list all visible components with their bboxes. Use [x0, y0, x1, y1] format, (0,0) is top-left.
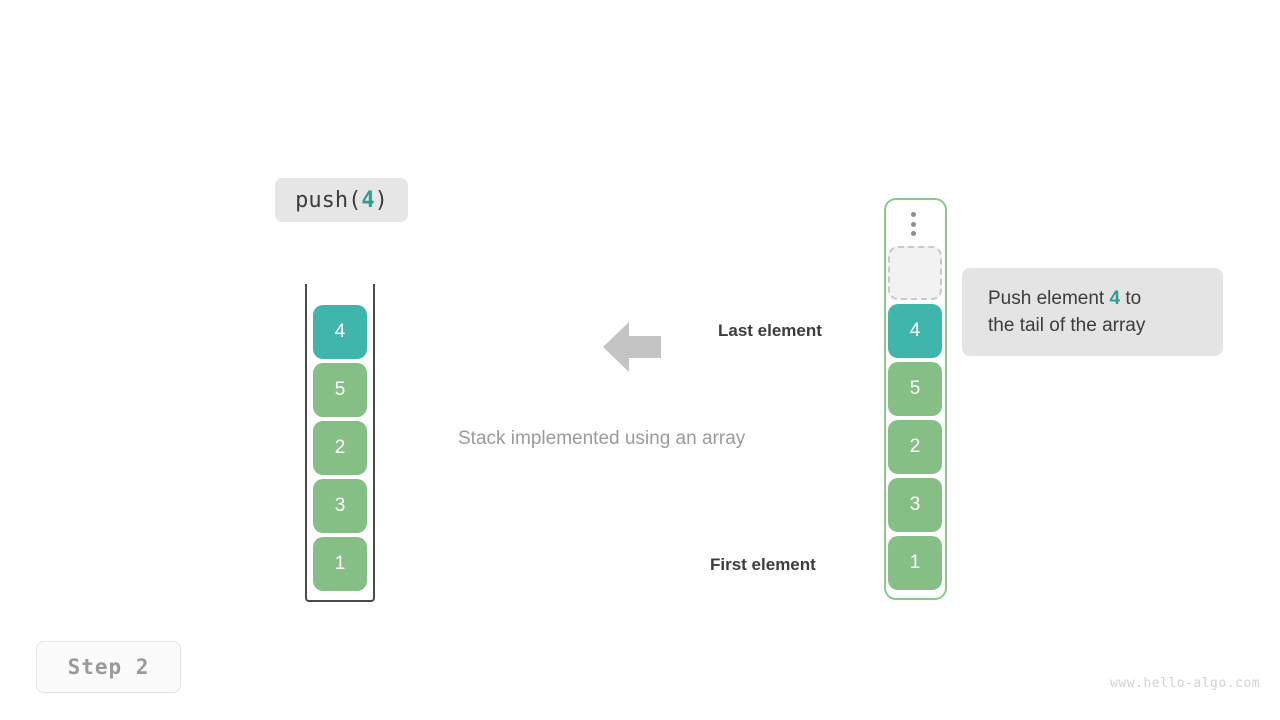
array-container	[884, 198, 947, 600]
watermark: www.hello-algo.com	[1110, 676, 1260, 691]
operation-argument: 4	[361, 187, 375, 213]
array-cell: 4	[888, 304, 942, 358]
last-element-label: Last element	[718, 321, 822, 340]
dot	[911, 212, 916, 217]
diagram-caption: Stack implemented using an array	[458, 428, 746, 449]
tooltip-highlight-value: 4	[1109, 288, 1121, 309]
operation-prefix: push(	[295, 187, 362, 213]
vertical-ellipsis-icon	[910, 212, 917, 236]
operation-label: push(4)	[275, 178, 408, 222]
stack-cell: 2	[313, 421, 367, 475]
array-cell: 2	[888, 420, 942, 474]
stack-container	[305, 284, 375, 602]
stack-cell: 5	[313, 363, 367, 417]
stack-cell: 1	[313, 537, 367, 591]
tooltip-callout: Push element 4 to the tail of the array	[962, 268, 1223, 356]
tooltip-line-2: the tail of the array	[988, 315, 1146, 336]
stack-cell: 4	[313, 305, 367, 359]
array-cell: 3	[888, 478, 942, 532]
tooltip-text-after: to	[1120, 288, 1142, 309]
tooltip-text-before: Push element	[988, 288, 1110, 309]
arrow-left-icon	[603, 322, 661, 372]
operation-suffix: )	[374, 187, 388, 213]
array-cell-list: 4 5 2 3 1	[888, 246, 942, 594]
tooltip-line-1: Push element 4 to	[988, 285, 1197, 312]
stack-cell-list: 4 5 2 3 1	[313, 305, 367, 595]
dot	[911, 231, 916, 236]
stack-cell: 3	[313, 479, 367, 533]
array-cell: 1	[888, 536, 942, 590]
step-badge: Step 2	[36, 641, 181, 693]
dot	[911, 221, 916, 227]
array-cell-empty	[888, 246, 942, 300]
array-cell: 5	[888, 362, 942, 416]
first-element-label: First element	[710, 555, 816, 574]
